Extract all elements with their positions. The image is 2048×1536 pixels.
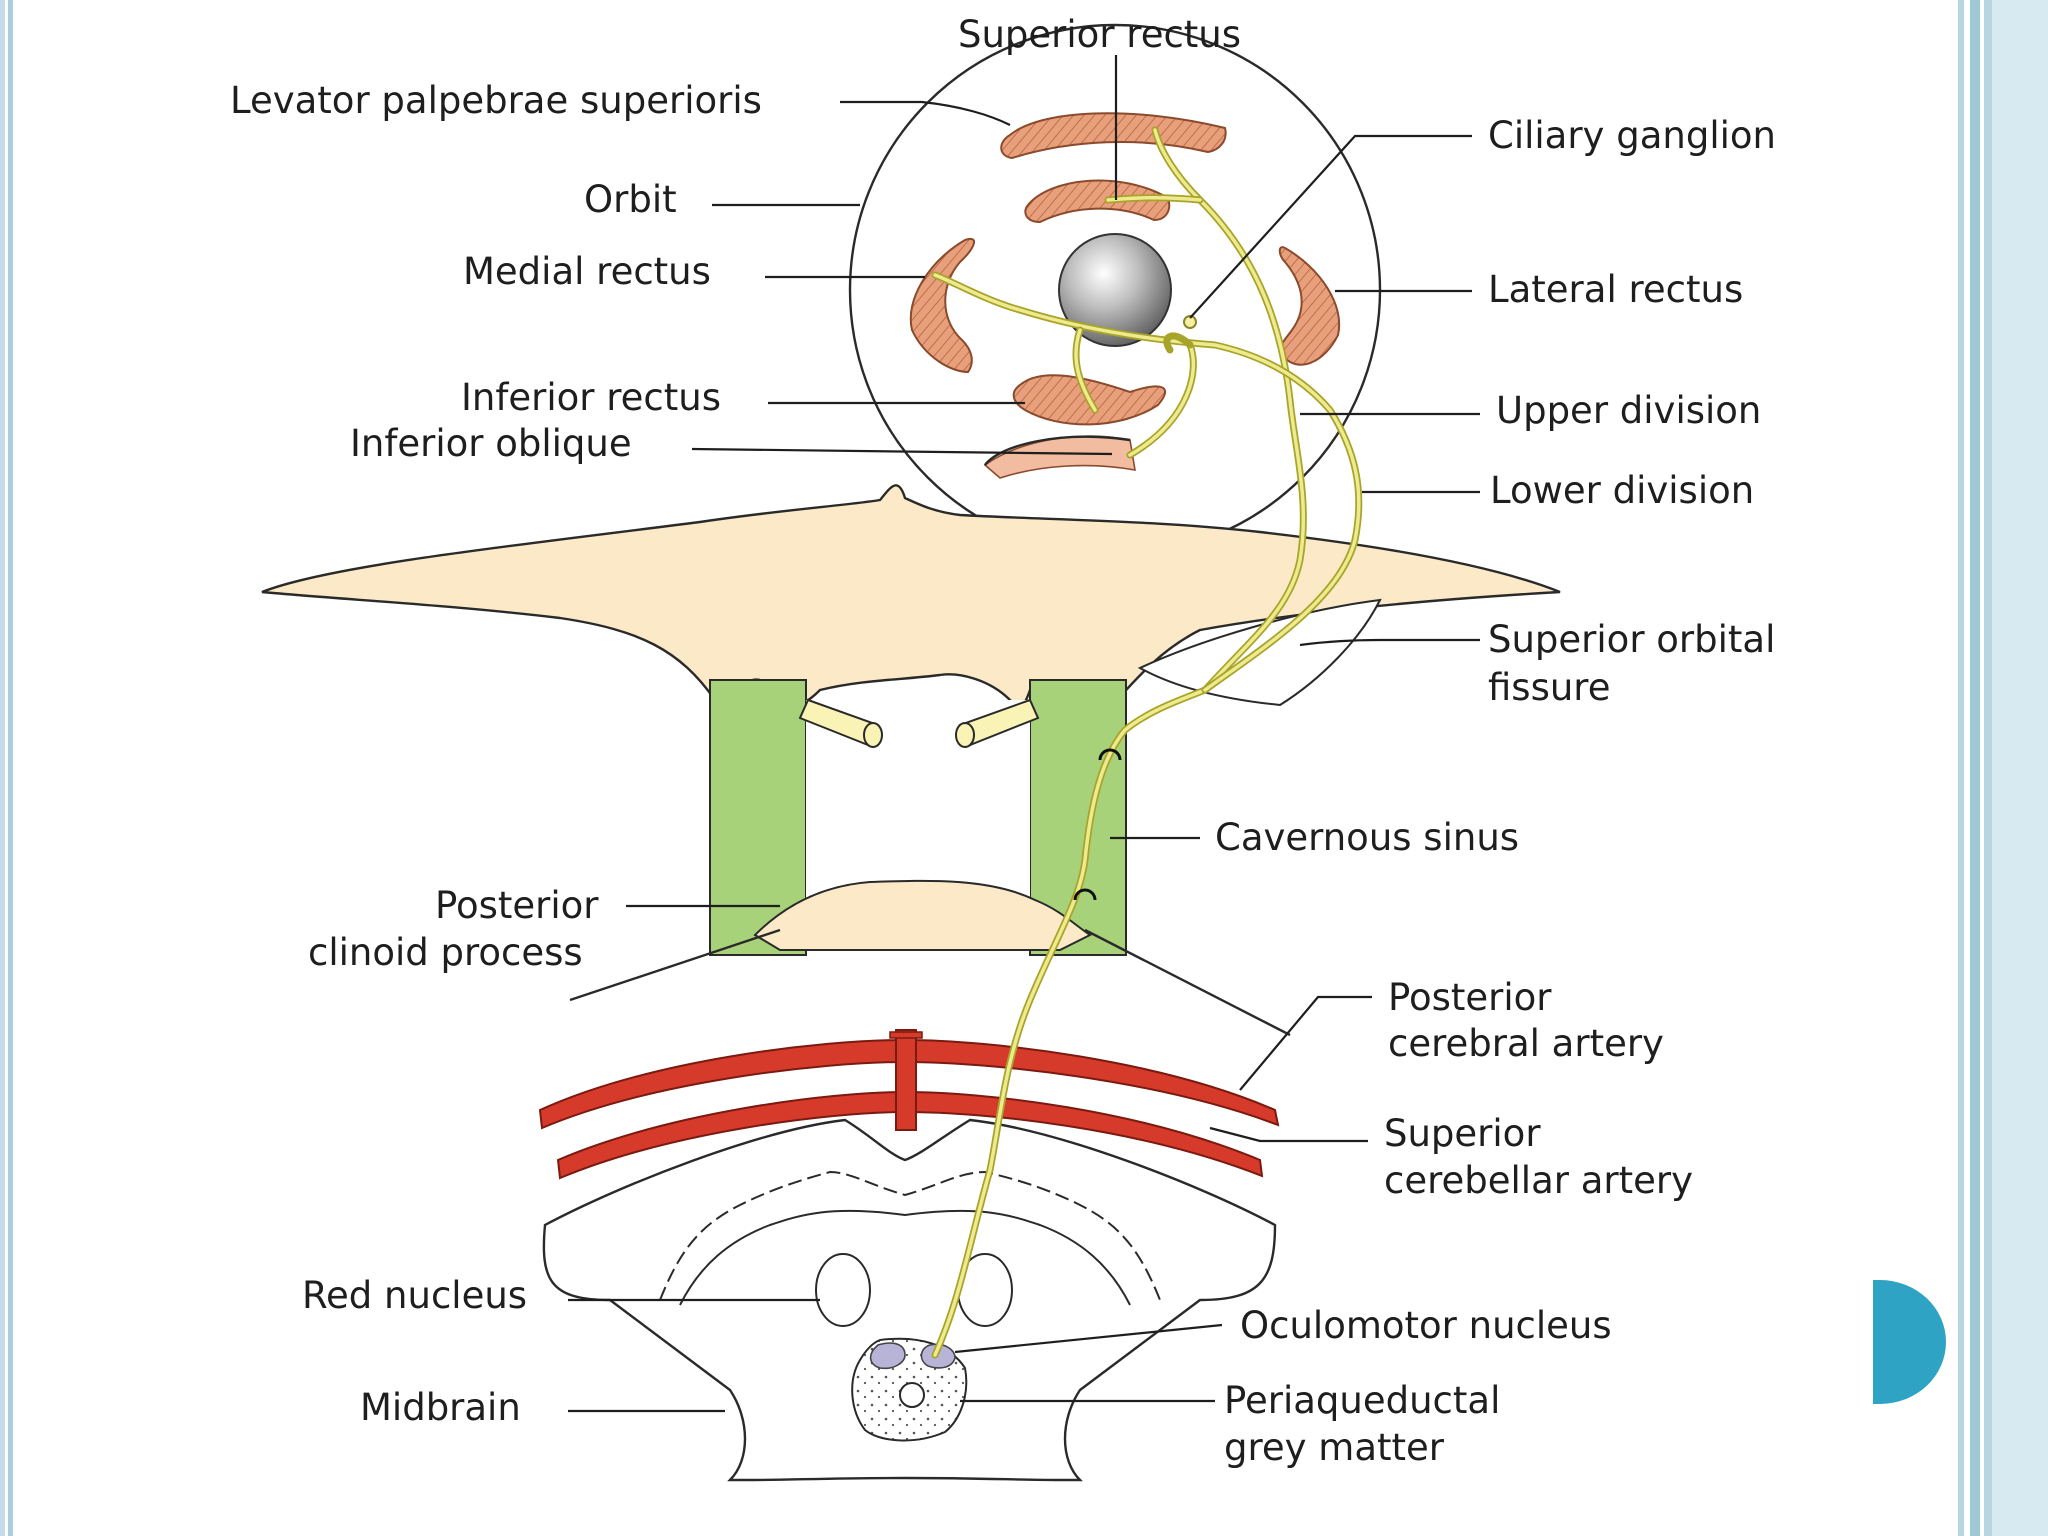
posterior-cerebral-artery	[538, 1038, 1280, 1130]
label-upper-division: Upper division	[1496, 389, 1761, 432]
label-periaqueductal-2: grey matter	[1224, 1426, 1445, 1469]
posterior-clinoid-process	[753, 879, 1092, 951]
anterior-clinoid-right-end	[955, 722, 975, 748]
label-medial-rectus: Medial rectus	[463, 250, 711, 293]
eyeball	[1058, 233, 1172, 347]
superior-cerebellar-artery	[556, 1090, 1264, 1180]
label-ciliary-ganglion: Ciliary ganglion	[1488, 114, 1776, 157]
basilar-artery-top	[889, 1031, 923, 1039]
leader-lines	[568, 55, 1480, 1413]
slide-accent-tab	[1873, 1280, 1946, 1404]
oculomotor-nucleus-left	[869, 1342, 906, 1370]
label-posterior-cerebral-1: Posterior	[1388, 976, 1552, 1019]
tegmentum-line	[679, 1209, 1131, 1306]
slide-border-left	[0, 0, 18, 1536]
label-oculomotor-nucleus: Oculomotor nucleus	[1240, 1304, 1612, 1347]
cerebral-aqueduct	[899, 1382, 925, 1408]
anterior-clinoid-left-end	[863, 722, 883, 748]
midbrain-outline	[542, 1118, 1277, 1482]
label-midbrain: Midbrain	[360, 1386, 521, 1429]
red-nucleus-left	[815, 1253, 871, 1327]
label-posterior-clinoid-1: Posterior	[435, 884, 599, 927]
superior-rectus-muscle	[1024, 179, 1171, 224]
label-orbit: Orbit	[584, 178, 677, 221]
label-inferior-oblique: Inferior oblique	[350, 422, 632, 465]
label-levator-palpebrae: Levator palpebrae superioris	[230, 79, 762, 122]
label-red-nucleus: Red nucleus	[302, 1274, 527, 1317]
label-lateral-rectus: Lateral rectus	[1488, 268, 1743, 311]
levator-palpebrae-muscle	[1000, 112, 1227, 160]
label-inferior-rectus: Inferior rectus	[461, 376, 721, 419]
substantia-nigra-line	[659, 1170, 1161, 1301]
label-superior-cerebellar-1: Superior	[1384, 1112, 1541, 1155]
basilar-artery	[895, 1029, 917, 1131]
label-cavernous-sinus: Cavernous sinus	[1215, 816, 1519, 859]
label-superior-rectus: Superior rectus	[958, 13, 1241, 56]
label-periaqueductal-1: Periaqueductal	[1224, 1379, 1500, 1422]
medial-rectus-muscle	[909, 237, 975, 374]
inferior-oblique-outline	[984, 435, 1131, 466]
clivus-line-left	[569, 928, 781, 1002]
lateral-rectus-muscle	[1278, 246, 1341, 366]
clivus-line-right	[1084, 928, 1291, 1037]
label-superior-cerebellar-2: cerebellar artery	[1384, 1159, 1693, 1202]
slide-border-right	[1958, 0, 2048, 1536]
label-superior-orbital-fissure-1: Superior orbital	[1488, 618, 1775, 661]
inferior-oblique-muscle	[983, 435, 1136, 479]
label-lower-division: Lower division	[1490, 469, 1754, 512]
oculomotor-nerve	[931, 126, 1363, 1359]
label-posterior-clinoid-2: clinoid process	[308, 931, 583, 974]
label-posterior-cerebral-2: cerebral artery	[1388, 1022, 1664, 1065]
label-superior-orbital-fissure-2: fissure	[1488, 666, 1610, 709]
